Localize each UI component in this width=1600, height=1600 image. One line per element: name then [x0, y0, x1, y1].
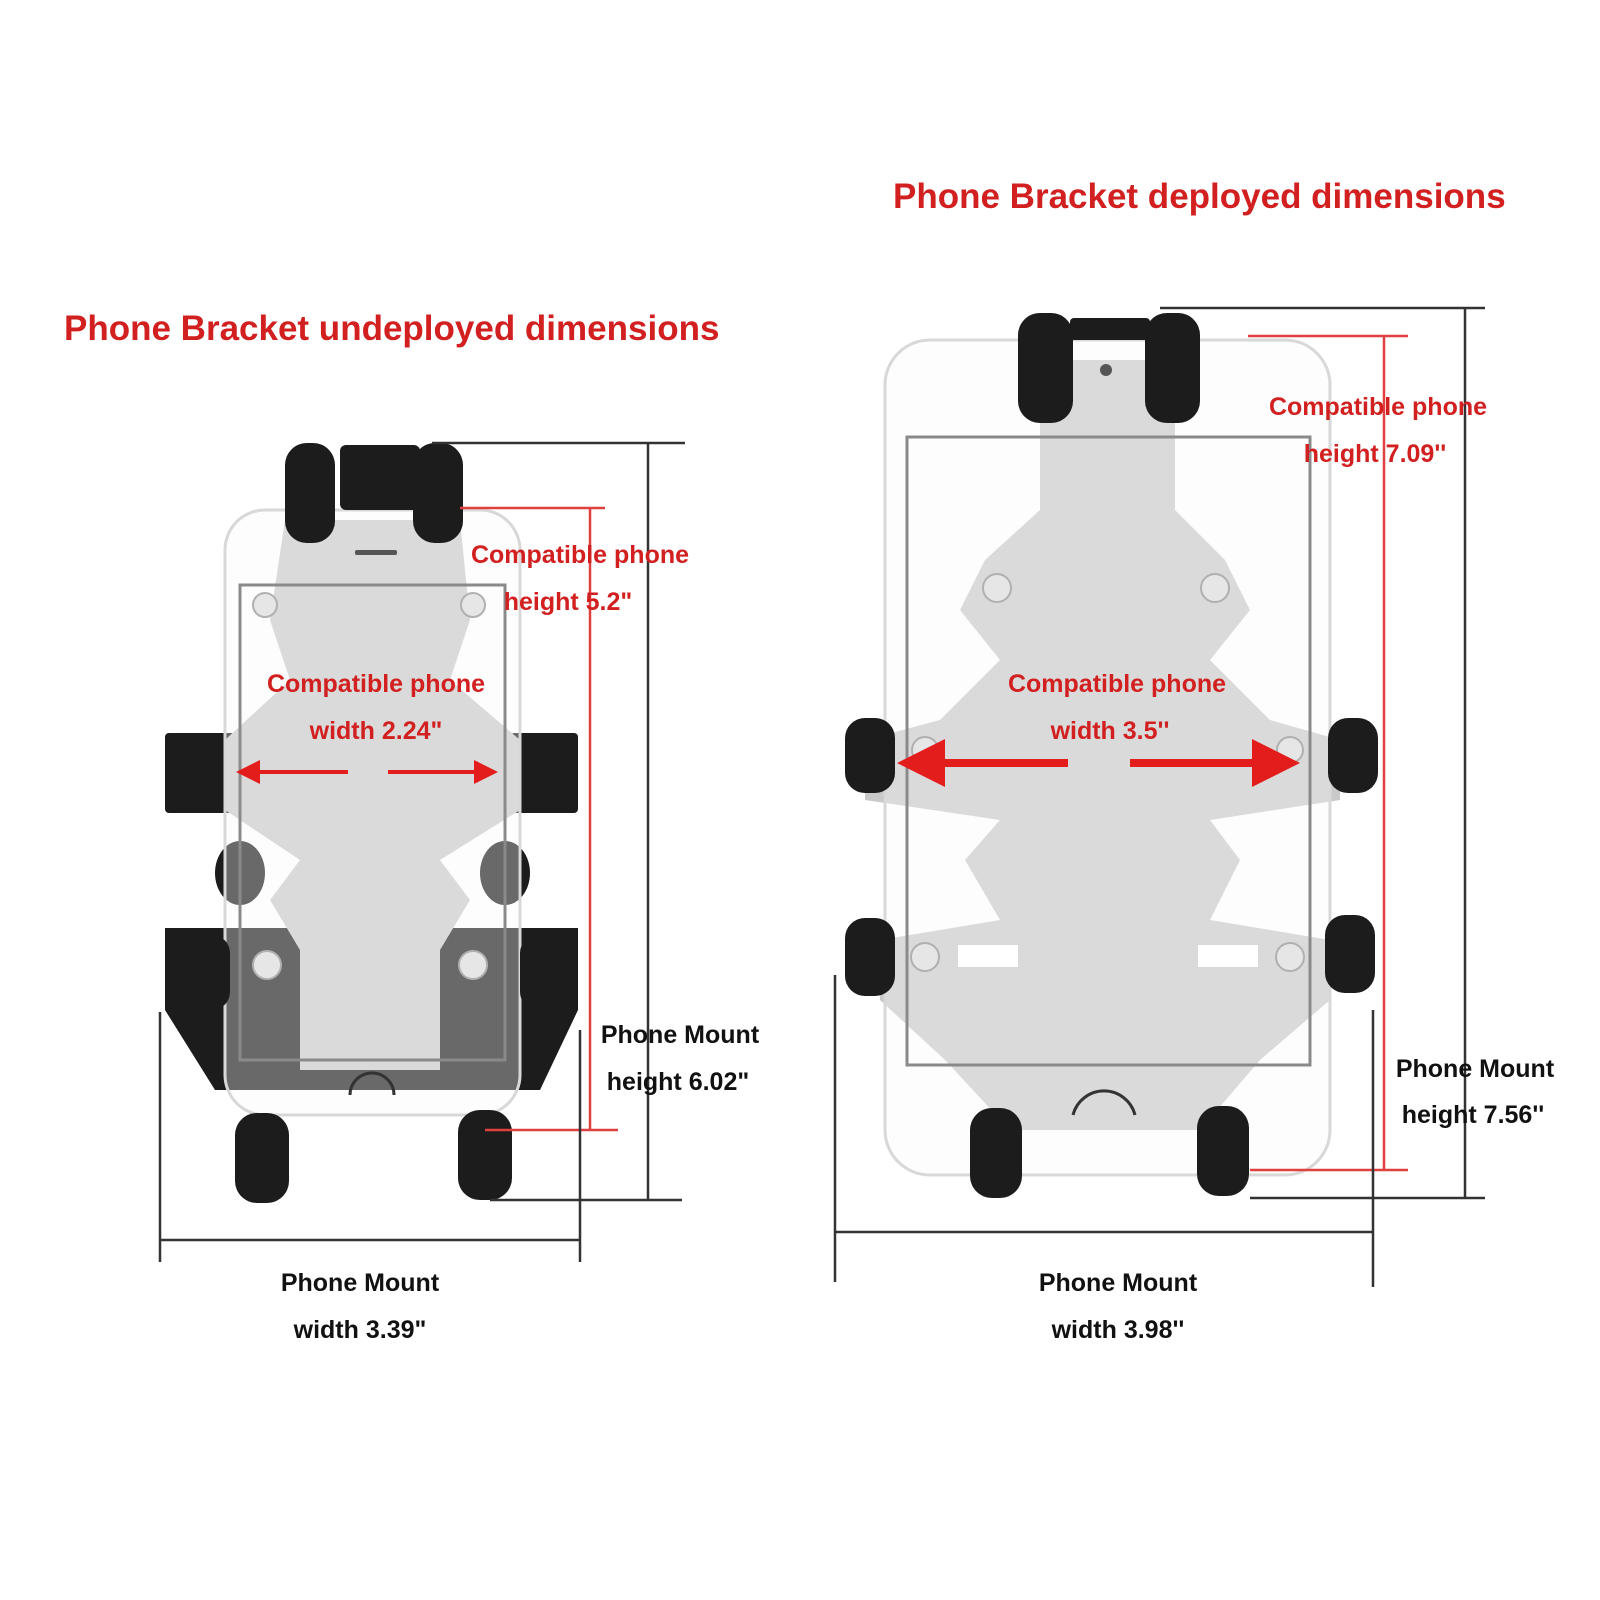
bottom-left-knob — [235, 1113, 289, 1203]
mount-height-label: Phone Mount — [1396, 1055, 1555, 1083]
home-button-icon — [348, 1071, 396, 1096]
top-right-knob — [413, 443, 463, 543]
bottom-right-knob — [1197, 1106, 1249, 1196]
phone-screen — [238, 583, 507, 1062]
compatible-width-value: width 3.5'' — [1050, 717, 1170, 745]
compatible-height-dimension-line — [460, 506, 618, 1132]
compatible-width-value: width 2.24" — [309, 717, 443, 745]
mount-width-label: Phone Mount — [281, 1269, 440, 1297]
compatible-height-dimension-line — [1248, 334, 1408, 1172]
mount-width-dimension-line — [833, 975, 1375, 1287]
mount-height-label: Phone Mount — [601, 1021, 760, 1049]
compatible-width-label: Compatible phone — [1008, 670, 1226, 698]
compatible-height-value: height 7.09'' — [1304, 440, 1446, 468]
top-left-knob — [1018, 313, 1073, 423]
mount-width-value: width 3.98'' — [1051, 1316, 1185, 1344]
undeployed-bracket: Phone Bracket undeployed dimensions — [64, 309, 760, 1344]
deployed-title: Phone Bracket deployed dimensions — [893, 177, 1506, 216]
mount-height-dimension-line — [432, 441, 685, 1202]
top-right-knob — [1145, 313, 1200, 423]
deployed-bracket: Phone Bracket deployed dimensions — [833, 177, 1555, 1344]
compatible-width-label: Compatible phone — [267, 670, 485, 698]
bottom-right-knob — [458, 1110, 512, 1200]
mount-width-label: Phone Mount — [1039, 1269, 1198, 1297]
compatible-height-value: height 5.2" — [504, 588, 633, 616]
mount-height-value: height 7.56'' — [1402, 1101, 1544, 1129]
mount-height-dimension-line — [1160, 306, 1485, 1200]
compatible-height-label: Compatible phone — [1269, 393, 1487, 421]
mount-height-value: height 6.02" — [607, 1068, 749, 1096]
right-clamp — [1328, 718, 1378, 793]
home-button-icon — [1071, 1089, 1137, 1116]
undeployed-title: Phone Bracket undeployed dimensions — [64, 309, 719, 348]
mount-width-dimension-line — [158, 1012, 582, 1262]
left-clamp — [845, 718, 895, 793]
compatible-height-label: Compatible phone — [471, 541, 689, 569]
bracket-plate — [865, 360, 1340, 1130]
phone-outline — [883, 338, 1332, 1177]
top-left-knob — [285, 443, 335, 543]
bracket-plate — [225, 520, 520, 1070]
mount-width-value: width 3.39" — [293, 1316, 427, 1344]
bottom-left-knob — [970, 1108, 1022, 1198]
